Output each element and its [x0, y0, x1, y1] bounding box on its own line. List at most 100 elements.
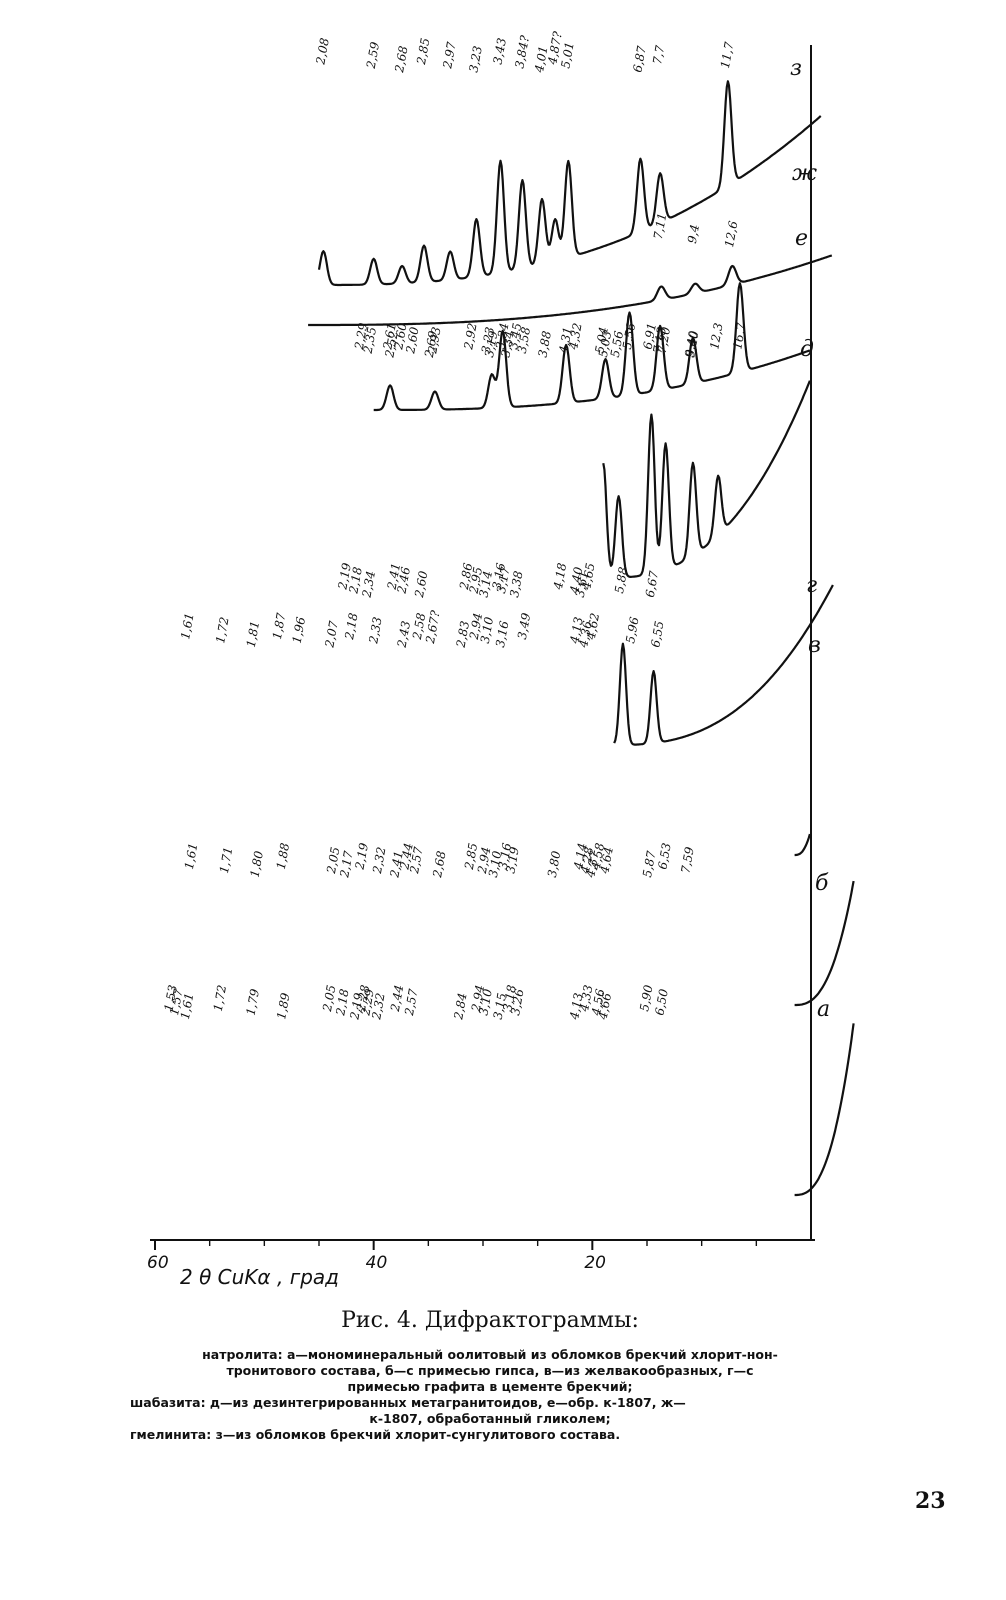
trace-letter: б — [815, 871, 829, 896]
peak-label: 3,34 — [493, 322, 511, 351]
peak-label: 2,59 — [364, 40, 383, 70]
trace-letter: е — [795, 226, 808, 251]
trace-а — [794, 1023, 855, 1197]
peak-label: 1,89 — [274, 991, 292, 1020]
peak-label: 4,01 — [532, 45, 551, 75]
peak-label: 2,19 — [352, 841, 371, 871]
peak-label: 3,43 — [491, 36, 509, 65]
peak-label: 3,15 — [491, 992, 509, 1021]
peak-label: 4,31 — [556, 326, 575, 356]
caption-line: натролита: а—мономинеральный оолитовый и… — [202, 1347, 778, 1362]
peak-label: 1,61 — [178, 612, 196, 641]
peak-label: 1,72 — [211, 984, 229, 1013]
peak-label: 4,37 — [583, 849, 602, 879]
peak-label: 3,58 — [515, 325, 533, 354]
trace-letter: а — [817, 997, 830, 1022]
peak-label: 2,07 — [322, 619, 341, 649]
peak-label: 2,94 — [475, 846, 494, 876]
peak-label: 2,67? — [423, 609, 443, 646]
peak-label: 3,84? — [512, 34, 532, 70]
peak-label: 4,87? — [545, 30, 565, 67]
peak-label: 1,72 — [213, 616, 231, 645]
trace-г — [613, 584, 834, 746]
peak-label: 4,66 — [595, 991, 614, 1021]
peak-label: 3,16 — [493, 619, 511, 648]
peak-label: 3,26 — [508, 987, 526, 1016]
trace-letter: ж — [792, 161, 817, 186]
peak-label: 3,10 — [486, 849, 504, 878]
peak-label: 2,85 — [462, 842, 481, 872]
peak-label: 3,17 — [494, 565, 512, 594]
peak-label: 2,08 — [313, 36, 332, 66]
peak-label: 3,18 — [500, 983, 518, 1012]
peak-label: 5,87 — [640, 849, 658, 878]
peak-label: 2,97 — [440, 40, 459, 70]
peak-label: 2,68 — [430, 849, 449, 879]
peak-label: 9,40 — [683, 329, 701, 358]
peak-label: 3,10 — [476, 987, 494, 1016]
peak-label: 6,50 — [652, 987, 670, 1016]
peak-label: 7,13 — [650, 325, 668, 354]
page-number: 23 — [915, 1488, 946, 1514]
peak-label: 2,69 — [422, 329, 441, 359]
peak-label: 5,56 — [608, 329, 626, 358]
peak-label: 1,96 — [290, 615, 308, 644]
peak-label: 1,87 — [270, 611, 288, 640]
peak-label: 2,92 — [461, 322, 480, 352]
peak-label: 5,01 — [558, 41, 576, 70]
trace-в — [794, 833, 811, 857]
figure-title: Рис. 4. Дифрактограммы: — [341, 1308, 639, 1333]
peak-label: 4,13 — [567, 615, 586, 645]
peak-label: 1,71 — [217, 846, 235, 875]
peak-label: 4,40 — [567, 565, 586, 595]
peak-label: 3,45 — [506, 322, 524, 351]
peak-label: 4,62 — [584, 612, 603, 642]
peak-label: 9,40 — [682, 329, 700, 358]
peak-label: 3,19 — [482, 329, 500, 358]
peak-label: 2,33 — [366, 615, 385, 645]
peak-label: 2,58 — [410, 611, 429, 641]
peak-label: 4,14 — [571, 842, 590, 872]
peak-label: 4,32 — [566, 322, 585, 352]
peak-label: 1,61 — [178, 992, 196, 1021]
peak-label: 4,36 — [576, 619, 595, 649]
peak-label: 2,29 — [358, 987, 377, 1017]
peak-label: 7,7 — [650, 44, 667, 66]
peak-label: 2,29 — [352, 321, 371, 351]
peak-label: 2,32 — [369, 992, 388, 1022]
peak-label: 9,4 — [685, 223, 702, 244]
peak-label: 2,83 — [453, 619, 472, 649]
peak-label: 3,38 — [507, 569, 525, 598]
peak-label: 3,49 — [515, 611, 533, 640]
peak-label: 5,04 — [592, 326, 610, 355]
peak-label: 4,33 — [577, 983, 596, 1013]
peak-label: 3,10 — [478, 615, 496, 644]
peak-label: 3,61 — [573, 570, 591, 599]
peak-label: 4,65 — [579, 562, 598, 592]
peak-label: 4,56 — [589, 987, 608, 1017]
peak-label: 2,61 — [380, 322, 399, 352]
peak-label: 16,7 — [730, 321, 748, 350]
peak-label: 6,87 — [630, 44, 648, 73]
peak-label: 3,34 — [498, 330, 516, 359]
figure-caption: Рис. 4. Дифрактограммы: натролита: а—мон… — [130, 1308, 850, 1443]
peak-label: 3,19 — [503, 845, 521, 874]
peak-label: 5,90 — [637, 983, 655, 1012]
peak-label: 5,88 — [612, 565, 630, 594]
peak-label: 2,60 — [403, 325, 422, 355]
peak-label: 6,55 — [648, 620, 666, 649]
x-tick-label: 60 — [147, 1253, 169, 1273]
peak-label: 2,60 — [412, 569, 431, 599]
peak-label: 12,3 — [707, 321, 725, 350]
peak-label: 1,80 — [248, 849, 266, 878]
peak-label: 2,44 — [397, 842, 416, 872]
peak-label: 2,94 — [467, 612, 486, 642]
peak-label: 2,32 — [370, 846, 389, 876]
peak-label: 2,84 — [451, 992, 470, 1022]
peak-label: 2,95 — [466, 566, 485, 596]
peak-label: 7,20 — [655, 325, 673, 354]
peak-label: 2,18 — [333, 987, 352, 1017]
caption-line: шабазита: д—из дезинтегрированных метагр… — [130, 1395, 686, 1410]
